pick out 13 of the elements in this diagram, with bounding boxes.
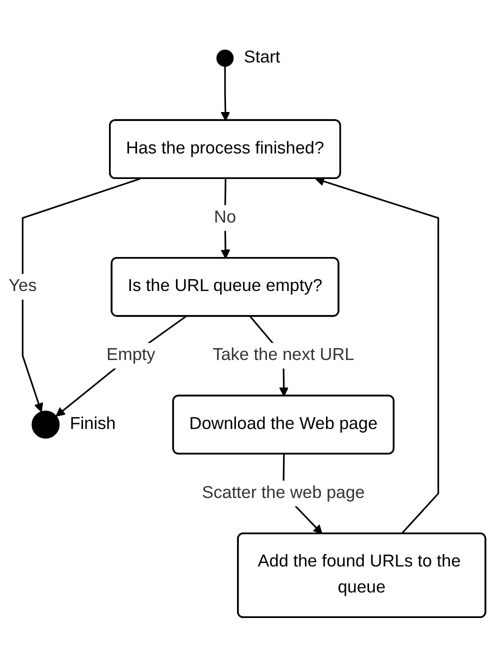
node-caption: Start bbox=[244, 46, 280, 67]
arrow bbox=[220, 66, 230, 122]
node-circle bbox=[216, 50, 234, 67]
edge-label: Empty bbox=[106, 346, 156, 364]
edge-label: Take the next URL bbox=[212, 346, 354, 364]
arrow bbox=[22, 178, 140, 412]
edge-label: Scatter the web page bbox=[202, 484, 365, 502]
node-caption: Finish bbox=[70, 413, 116, 434]
node-circle bbox=[32, 410, 60, 439]
edge-label: No bbox=[214, 208, 236, 227]
edge-label: Yes bbox=[8, 277, 37, 296]
arrow bbox=[56, 316, 186, 417]
arrow bbox=[315, 176, 440, 534]
